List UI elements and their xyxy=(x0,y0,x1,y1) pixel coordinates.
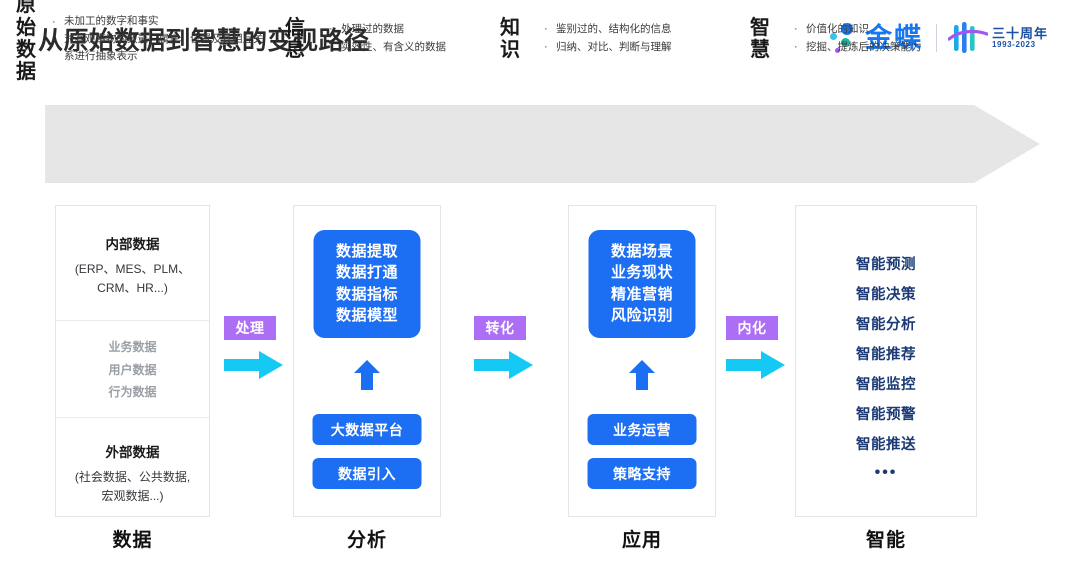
bullet-dot-icon: · xyxy=(52,15,56,28)
stage-name: 信 息 xyxy=(285,16,305,61)
column-footer-application: 应用 xyxy=(621,530,662,551)
list-item: 用户数据 xyxy=(108,362,157,377)
bullet-dot-icon: · xyxy=(329,41,333,53)
bullet-dot-icon: · xyxy=(794,41,798,53)
anniversary-title: 三十周年 xyxy=(991,25,1048,41)
arrow-right-icon xyxy=(224,351,283,379)
external-data-section: 外部数据 (社会数据、公共数据, 宏观数据...) xyxy=(56,416,209,528)
section-title: 内部数据 xyxy=(105,237,160,252)
list-item: 智能决策 xyxy=(856,287,916,303)
connector-internalization: 内化 xyxy=(726,316,792,385)
stage-bullet-text: 价值化的知识 xyxy=(806,23,869,36)
stage-bullet-text: 对客观事物的数量、属性、位置及其相互关系进行抽象表示 xyxy=(64,33,264,63)
application-pill: 策略支持 xyxy=(587,458,697,489)
list-item: 智能推荐 xyxy=(856,347,916,363)
bullet-dot-icon: · xyxy=(794,23,798,36)
column-card-intelligence: 智能预测 智能决策 智能分析 智能推荐 智能监控 智能预警 智能推送 ••• xyxy=(795,205,977,517)
internal-data-section: 内部数据 (ERP、MES、PLM、 CRM、HR...) xyxy=(56,206,209,320)
analysis-pill: 大数据平台 xyxy=(312,414,422,445)
page-title: 从原始数据到智慧的变现路径 xyxy=(38,27,370,55)
analysis-pill: 数据引入 xyxy=(312,458,422,489)
list-item: 智能监控 xyxy=(856,377,916,393)
list-ellipsis: ••• xyxy=(874,464,898,481)
column-card-data: 内部数据 (ERP、MES、PLM、 CRM、HR...) 业务数据 用户数据 … xyxy=(55,205,210,517)
anniversary-badge: 三十周年 1993-2023 xyxy=(947,21,1048,55)
stage-bullet-text: 挖掘、提炼后的决策能力 xyxy=(806,41,922,53)
column-card-analysis: 数据提取 数据打通 数据指标 数据模型 大数据平台 数据引入 xyxy=(293,205,441,517)
connector-processing: 处理 xyxy=(224,316,290,385)
stage-bullets: · 价值化的知识 · 挖掘、提炼后的决策能力 xyxy=(794,21,922,57)
analysis-capability-box: 数据提取 数据打通 数据指标 数据模型 xyxy=(313,230,421,339)
connector-label: 转化 xyxy=(474,316,526,340)
intelligence-list: 智能预测 智能决策 智能分析 智能推荐 智能监控 智能预警 智能推送 ••• xyxy=(796,206,976,486)
arrow-up-icon xyxy=(354,360,380,390)
list-item: 业务数据 xyxy=(108,340,157,355)
stage-knowledge: 知 识 · 鉴别过的、结构化的信息 · 归纳、对比、判断与理解 xyxy=(500,0,672,78)
bullet-dot-icon: · xyxy=(52,34,56,47)
stage-bullet-text: 未加工的数字和事实 xyxy=(64,14,159,27)
stage-bullet-text: 归纳、对比、判断与理解 xyxy=(556,41,672,53)
list-item: 智能分析 xyxy=(856,317,916,333)
column-card-application: 数据场景 业务现状 精准营销 风险识别 业务运营 策略支持 xyxy=(568,205,716,517)
column-footer-data: 数据 xyxy=(112,530,153,551)
connector-label: 处理 xyxy=(224,316,276,340)
list-item: 智能推送 xyxy=(856,437,916,453)
stage-banner xyxy=(45,105,1040,183)
application-pill: 业务运营 xyxy=(587,414,697,445)
stage-information: 信 息 · 处理过的数据 · 实效性、有含义的数据 xyxy=(285,0,446,78)
stage-name: 知 识 xyxy=(500,16,520,61)
data-types-section: 业务数据 用户数据 行为数据 xyxy=(56,320,209,417)
arrow-up-icon xyxy=(629,360,655,390)
anniversary-mark-icon xyxy=(947,22,988,53)
kingdee-dots-icon xyxy=(827,21,861,55)
section-subtitle: (ERP、MES、PLM、 CRM、HR...) xyxy=(74,262,191,296)
arrow-right-icon xyxy=(726,351,785,379)
column-footer-intelligence: 智能 xyxy=(865,530,906,551)
list-item: 智能预警 xyxy=(856,407,916,423)
bullet-dot-icon: · xyxy=(329,23,333,36)
connector-label: 内化 xyxy=(726,316,778,340)
stage-bullets: · 未加工的数字和事实 · 对客观事物的数量、属性、位置及其相互关系进行抽象表示 xyxy=(52,13,264,66)
list-item: 智能预测 xyxy=(856,257,916,273)
column-footer-analysis: 分析 xyxy=(346,530,387,551)
brand-logo: 金蝶 三十周年 1993-2023 xyxy=(827,18,1048,58)
application-capability-box: 数据场景 业务现状 精准营销 风险识别 xyxy=(588,230,696,339)
brand-divider xyxy=(935,24,937,52)
connector-transformation: 转化 xyxy=(474,316,540,385)
list-item: 行为数据 xyxy=(108,384,157,399)
stage-bullet-text: 鉴别过的、结构化的信息 xyxy=(556,23,672,36)
stage-bullet-text: 实效性、有含义的数据 xyxy=(341,41,446,53)
brand-name: 金蝶 xyxy=(864,22,923,53)
stage-bullet-text: 处理过的数据 xyxy=(341,23,404,36)
bullet-dot-icon: · xyxy=(544,23,548,36)
stage-name: 原始 数据 xyxy=(16,0,36,84)
section-subtitle: (社会数据、公共数据, 宏观数据...) xyxy=(74,469,191,504)
stage-bullets: · 鉴别过的、结构化的信息 · 归纳、对比、判断与理解 xyxy=(544,21,672,57)
stage-raw-data: 原始 数据 · 未加工的数字和事实 · 对客观事物的数量、属性、位置及其相互关系进行… xyxy=(16,0,264,83)
section-title: 外部数据 xyxy=(105,444,160,460)
stage-wisdom: 智 慧 · 价值化的知识 · 挖掘、提炼后的决策能力 xyxy=(750,0,922,78)
arrow-right-icon xyxy=(474,351,533,379)
stage-bullets: · 处理过的数据 · 实效性、有含义的数据 xyxy=(329,21,446,57)
anniversary-years: 1993-2023 xyxy=(991,39,1036,49)
bullet-dot-icon: · xyxy=(544,41,548,53)
stage-name: 智 慧 xyxy=(750,16,770,61)
